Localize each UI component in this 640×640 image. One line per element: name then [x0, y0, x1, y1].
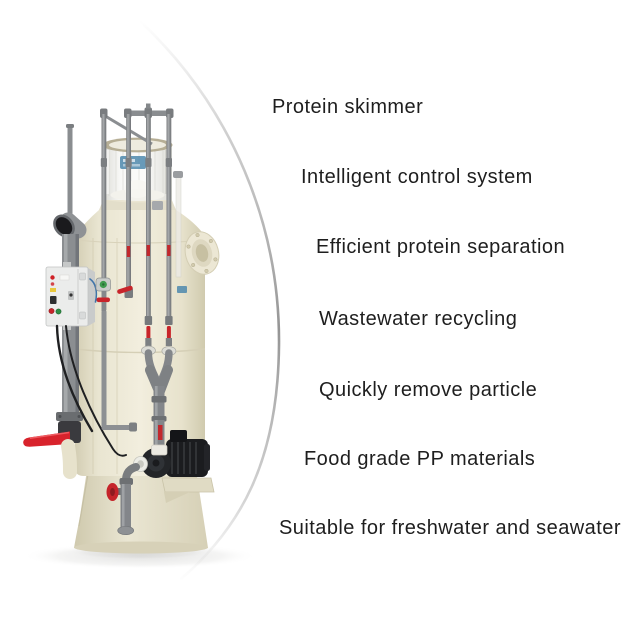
feature-label-protein-skimmer: Protein skimmer — [272, 96, 424, 118]
stop-button — [48, 308, 55, 314]
start-button — [55, 308, 62, 315]
red-valve-handle — [96, 297, 110, 303]
feature-label-protein-separation: Efficient protein separation — [316, 236, 566, 258]
separator-curve — [139, 20, 281, 581]
red-valve-lever — [23, 431, 70, 447]
collection-cup — [102, 137, 173, 201]
y-fitting-assembly — [141, 316, 177, 448]
power-switch — [50, 296, 57, 304]
drain-conduit — [101, 310, 137, 432]
flow-meter — [95, 277, 111, 311]
tank-body — [74, 234, 206, 476]
cup-logo-label — [120, 156, 146, 169]
feature-label-wastewater-recycling: Wastewater recycling — [319, 308, 518, 330]
pump — [133, 430, 215, 503]
side-valve — [117, 285, 133, 298]
feature-label-remove-particle: Quickly remove particle — [319, 379, 538, 401]
red-indicator-light — [50, 275, 55, 280]
feature-label-intelligent-control: Intelligent control system — [301, 166, 533, 188]
red-valve-handle — [117, 285, 133, 294]
red-valve-handle — [166, 326, 171, 339]
red-valve-handle — [146, 326, 151, 339]
outlet-flange — [184, 231, 220, 275]
control-box — [45, 262, 95, 330]
pump-outlet — [151, 420, 168, 456]
pipe-frame — [100, 103, 174, 318]
feature-label-freshwater-seawater: Suitable for freshwater and seawater — [279, 517, 621, 539]
level-standpipe — [173, 171, 183, 278]
drain-valve — [106, 463, 140, 536]
feature-label-pp-materials: Food grade PP materials — [304, 448, 536, 470]
